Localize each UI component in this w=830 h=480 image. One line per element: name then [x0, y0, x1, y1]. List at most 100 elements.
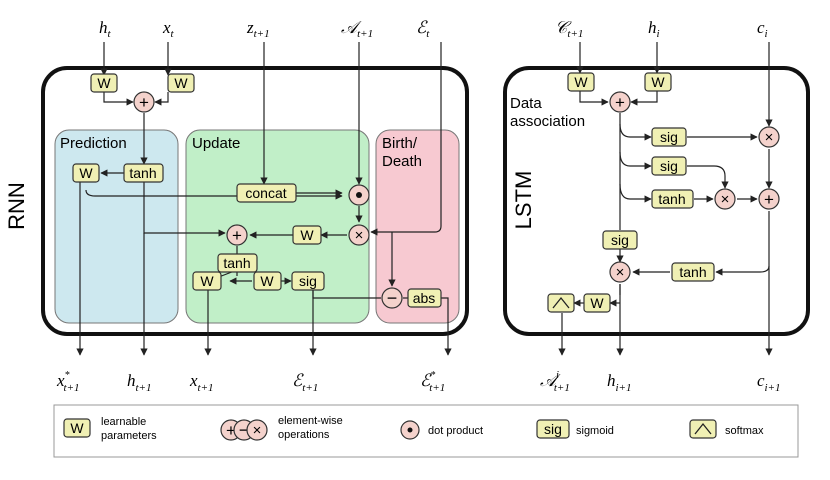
svg-text:W: W [97, 75, 111, 91]
svg-text:abs: abs [413, 290, 436, 306]
tanh-box-prediction: tanh [123, 163, 164, 183]
input-x-t: xt [162, 18, 175, 40]
birth-label: Birth/ [382, 135, 418, 152]
w-box-lstm-c: W [567, 72, 595, 92]
tanh-box-lstm: tanh [651, 189, 694, 209]
svg-text:W: W [200, 273, 214, 289]
lstm-title: LSTM [511, 171, 536, 230]
output-E-next: ℰt+1 [292, 371, 318, 394]
softmax-icon [689, 419, 717, 439]
rnn-ops: W W + tanh W concat × [72, 73, 442, 309]
w-box-x: W [167, 73, 195, 93]
input-c-i: ci [757, 18, 768, 40]
dot-node [348, 184, 370, 206]
birth-death-region [375, 129, 460, 324]
svg-text:+: + [139, 93, 149, 112]
plus-node-update: + [226, 224, 248, 246]
svg-text:W: W [300, 227, 314, 243]
legend [53, 404, 799, 458]
rnn-title: RNN [4, 182, 29, 230]
svg-text:sig: sig [299, 273, 317, 289]
sig-box-update: sig [291, 271, 325, 291]
legend-ops: + − × element-wise operations [220, 415, 343, 441]
plus-node-input: + [133, 91, 155, 113]
w-box-lstm-out: W [583, 293, 611, 313]
input-h-t: ht [99, 18, 112, 40]
output-x-next: xt+1 [189, 371, 214, 394]
update-region [185, 129, 370, 324]
abs-box: abs [407, 288, 442, 308]
svg-text:−: − [239, 420, 250, 440]
output-E-star: ℰ*t+1 [420, 370, 445, 394]
update-label: Update [192, 135, 240, 152]
svg-text:×: × [721, 191, 730, 208]
svg-text:W: W [651, 74, 665, 90]
legend-sig-label: sigmoid [576, 425, 614, 437]
w-box-sig-in: W [253, 271, 282, 291]
input-A-t1: 𝒜t+1 [341, 18, 373, 40]
legend-softmax-label: softmax [725, 425, 764, 437]
sig-box-2: sig [651, 156, 687, 176]
data-association-line-2: association [510, 113, 585, 130]
svg-text:+: + [615, 93, 625, 112]
svg-text:tanh: tanh [223, 255, 250, 271]
w-box-h: W [90, 73, 118, 93]
sig-box-1: sig [651, 127, 687, 147]
svg-text:+: + [232, 226, 242, 245]
output-x-star: x*t+1 [56, 370, 80, 394]
legend-ops-label-2: operations [278, 429, 330, 441]
input-C-t1: 𝒞t+1 [555, 18, 583, 40]
legend-dot: dot product [400, 420, 483, 440]
lstm-connections [558, 42, 773, 356]
output-c-i1: ci+1 [757, 371, 781, 394]
times-node-output: × [609, 261, 631, 283]
rnn-panel [41, 66, 469, 336]
prediction-region [54, 129, 179, 324]
legend-ops-label-1: element-wise [278, 415, 343, 427]
legend-w: W learnable parameters [63, 416, 157, 442]
legend-w-label-1: learnable [101, 416, 146, 428]
svg-text:sig: sig [544, 421, 562, 437]
svg-text:W: W [70, 420, 84, 436]
output-h-next: ht+1 [127, 371, 151, 394]
times-node-update: × [348, 224, 370, 246]
svg-text:+: + [226, 421, 236, 440]
input-E-t: ℰt [416, 18, 430, 40]
death-label: Death [382, 153, 422, 170]
legend-softmax: softmax [689, 419, 764, 439]
tanh-box-update: tanh [217, 253, 258, 273]
w-box-update-out: W [192, 271, 222, 291]
svg-text:×: × [765, 129, 774, 146]
minus-node: − [381, 287, 403, 309]
times-node-forget: × [758, 126, 780, 148]
svg-text:W: W [260, 273, 274, 289]
prediction-label: Prediction [60, 135, 127, 152]
svg-text:×: × [355, 227, 364, 244]
data-association-line-1: Data [510, 95, 542, 112]
svg-text:−: − [387, 288, 398, 308]
svg-text:sig: sig [660, 129, 678, 145]
legend-sig: sig sigmoid [536, 419, 614, 439]
plus-node-cell: + [758, 188, 780, 210]
svg-text:W: W [590, 295, 604, 311]
svg-text:tanh: tanh [129, 165, 156, 181]
svg-text:W: W [574, 74, 588, 90]
svg-text:tanh: tanh [658, 191, 685, 207]
input-z-t1: zt+1 [246, 18, 270, 40]
svg-text:tanh: tanh [679, 264, 706, 280]
svg-text:W: W [79, 165, 93, 181]
w-box-lstm-h: W [644, 72, 672, 92]
legend-w-label-2: parameters [101, 430, 157, 442]
w-box-prediction: W [72, 163, 100, 183]
times-node-input: × [714, 188, 736, 210]
svg-text:sig: sig [660, 158, 678, 174]
output-h-i1: hi+1 [607, 371, 631, 394]
softmax-icon [547, 293, 575, 313]
tanh-box-lstm-cell: tanh [671, 262, 715, 282]
svg-text:+: + [764, 190, 774, 209]
w-box-update: W [292, 225, 322, 245]
svg-text:W: W [174, 75, 188, 91]
